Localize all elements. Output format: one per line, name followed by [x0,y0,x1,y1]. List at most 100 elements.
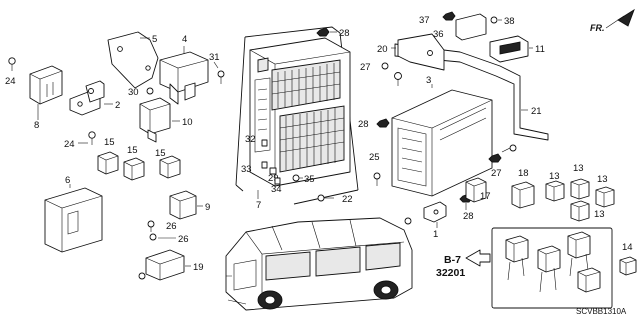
callout-25: 25 [369,152,380,163]
callout-2: 2 [115,100,120,111]
callout-24-lower: 24 [64,139,75,150]
callout-29: 29 [268,173,279,184]
callout-13-d: 13 [594,209,605,220]
bracket-2[interactable] [69,80,105,116]
bolt-28-right[interactable] [488,153,502,163]
reference-part-number[interactable]: 32201 [436,267,465,279]
callout-30: 30 [128,87,139,98]
callout-27-a: 27 [360,62,371,73]
bracket-1[interactable] [423,201,447,223]
bolt-38[interactable] [490,16,498,24]
callout-3: 3 [426,75,431,86]
relay-15-b[interactable] [123,157,145,181]
callout-26-b: 26 [178,234,189,245]
callout-18: 18 [518,168,529,179]
callout-28-top: 28 [339,28,350,39]
callout-15-a: 15 [104,137,115,148]
callout-31: 31 [209,52,220,63]
callout-11: 11 [535,44,545,55]
nut-37[interactable] [442,11,456,21]
callout-1: 1 [433,229,438,240]
bolt-27-b[interactable] [394,72,402,87]
reference-arrow[interactable] [465,249,491,267]
callout-32: 32 [245,134,256,145]
fuse-34[interactable] [274,177,281,185]
bolt-25[interactable] [373,172,381,186]
bolt-28-mid[interactable] [376,118,390,128]
relay-13-b[interactable] [570,178,590,200]
bolt-27-c[interactable] [501,144,517,153]
callout-28-mid: 28 [358,119,369,130]
callout-13-a: 13 [549,171,560,182]
callout-26-a: 26 [166,221,177,232]
front-direction-label: FR. [590,23,605,33]
bracket-5[interactable] [107,31,159,89]
clip-26-a[interactable] [147,220,155,232]
callout-35: 35 [304,174,315,185]
fuse-32[interactable] [261,139,268,147]
callout-33: 33 [241,164,252,175]
callout-21: 21 [531,106,542,117]
relay-13-d[interactable] [570,200,590,222]
callout-34: 34 [271,184,282,195]
front-direction-arrow [605,8,635,29]
connector-set[interactable] [505,231,601,293]
sensor-19[interactable] [138,249,185,281]
bolt-31[interactable] [217,70,225,84]
callout-13-c: 13 [597,174,608,185]
callout-24-top: 24 [5,76,16,87]
relay-9[interactable] [169,190,197,220]
callout-27-c: 27 [491,168,502,179]
bolt-24-lower[interactable] [88,131,96,145]
fuse-35[interactable] [292,174,300,182]
connector-group-box [491,227,613,309]
callout-9: 9 [205,202,210,213]
callout-10: 10 [182,117,193,128]
screw-30[interactable] [146,87,154,95]
relay-13-c[interactable] [595,186,615,208]
relay-17[interactable] [465,177,487,203]
drawing-code: SCVBB1310A [576,307,627,316]
relay-10[interactable] [139,97,171,143]
relay-13-a[interactable] [545,180,565,202]
sensor-11[interactable] [489,35,529,63]
control-unit-6[interactable] [44,187,103,253]
fuse-29[interactable] [269,167,277,175]
reference-page[interactable]: B-7 [444,254,461,266]
bracket-36[interactable] [455,13,487,41]
bracket-20[interactable] [397,33,445,71]
bolt-28-top[interactable] [316,27,330,37]
callout-8: 8 [34,120,39,131]
callout-28-lower: 28 [463,211,474,222]
callout-4: 4 [182,34,187,45]
control-module-8[interactable] [8,57,63,105]
clip-26-b[interactable] [149,233,157,241]
ecu-module-3[interactable] [391,89,493,197]
relay-14[interactable] [619,256,637,276]
callout-7: 7 [256,200,261,211]
fuse-box-7[interactable] [249,37,351,187]
relay-15-a[interactable] [97,151,119,175]
bolt-27-a[interactable] [381,62,389,70]
vehicle-outline [225,217,413,311]
callout-5: 5 [152,34,157,45]
callout-14: 14 [622,242,633,253]
callout-15-b: 15 [127,145,138,156]
bolt-27-lower[interactable] [404,217,412,225]
callout-20: 20 [377,44,388,55]
callout-6: 6 [65,175,70,186]
callout-19: 19 [193,262,204,273]
relay-unit-4[interactable] [159,51,209,105]
callout-36: 36 [433,29,444,40]
fuse-33[interactable] [261,161,268,169]
bolt-22[interactable] [317,194,334,202]
callout-17: 17 [480,191,491,202]
relay-15-c[interactable] [159,155,181,179]
callout-38: 38 [504,16,515,27]
relay-18[interactable] [511,181,535,209]
callout-37: 37 [419,15,430,26]
callout-22: 22 [342,194,353,205]
callout-13-b: 13 [573,163,584,174]
callout-15-c: 15 [155,148,166,159]
